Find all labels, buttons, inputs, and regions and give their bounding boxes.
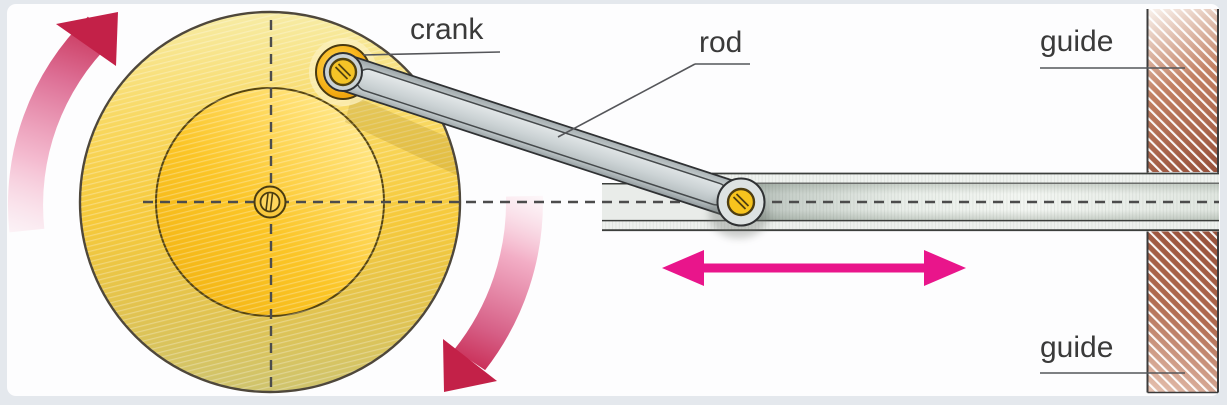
rotation-arrow-right-head (443, 339, 497, 392)
guide-block-top (1146, 9, 1219, 173)
crank-leader-line (362, 51, 501, 56)
rotation-arrow-left (7, 12, 118, 233)
label-guide-bottom: guide (1040, 331, 1114, 364)
rod-shadow-on-wheel (345, 95, 459, 192)
label-guide-top: guide (1040, 25, 1114, 58)
linear-motion-arrow (662, 250, 966, 286)
slider-joint (709, 177, 769, 238)
rod-leader-line (557, 63, 696, 138)
leader-lines (362, 51, 1185, 374)
label-rod: rod (699, 26, 743, 59)
crank-pin-screw (328, 57, 358, 87)
crank-pin (323, 52, 363, 92)
label-crank: crank (410, 13, 484, 46)
rotation-arrow-left-head (56, 12, 118, 66)
wheel-center-screw (253, 185, 287, 219)
rotation-arrow-right (443, 195, 543, 392)
guide-block-bottom (1146, 231, 1219, 394)
slider-joint-screw (726, 187, 756, 217)
connecting-rod (324, 53, 760, 221)
